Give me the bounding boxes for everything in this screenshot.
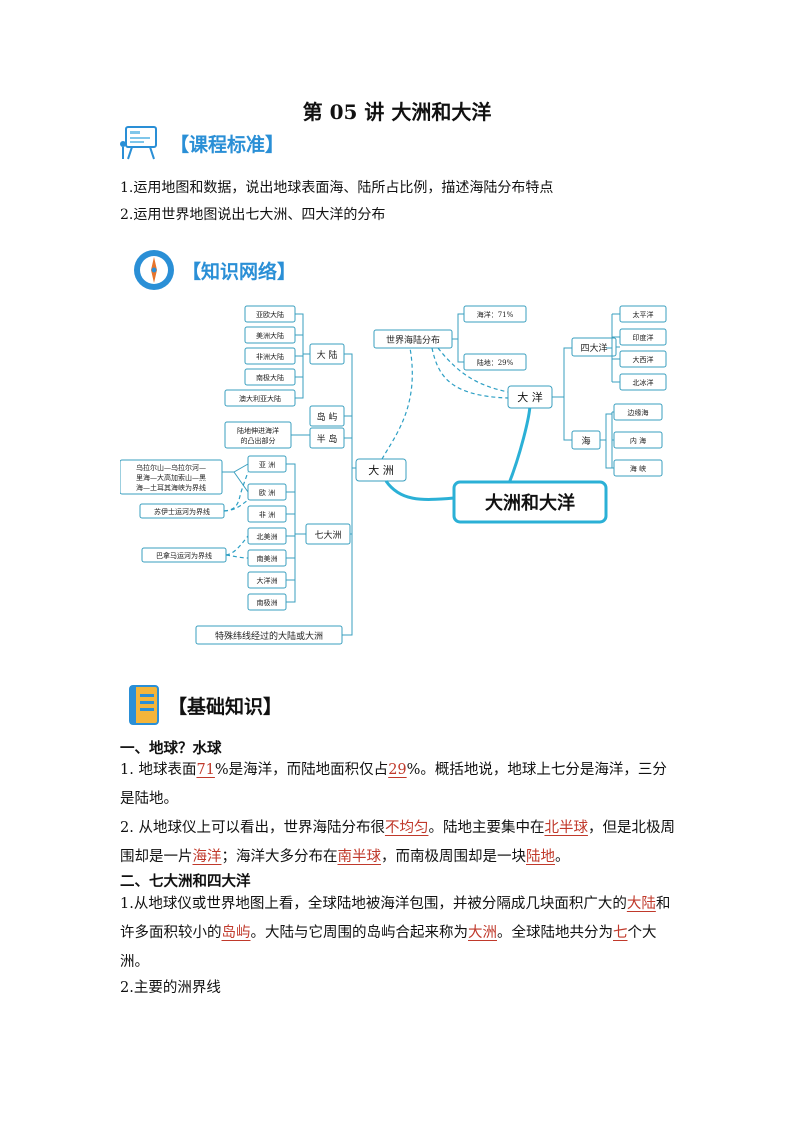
sea-item: 海 峡 xyxy=(630,464,646,473)
panama-note: 巴拿马运河为界线 xyxy=(156,551,212,560)
text: 。全球陆地共分为 xyxy=(497,925,613,941)
oceans-detail: 太平洋 印度洋 大西洋 北冰洋 xyxy=(606,305,667,391)
peninsula-note-line: 的凸出部分 xyxy=(241,436,276,445)
seven-item: 南美洲 xyxy=(257,554,278,563)
seven-item: 非 洲 xyxy=(259,510,275,519)
text: 。大陆与它周围的岛屿合起来称为 xyxy=(250,925,469,941)
node-qidazhou: 七大洲 xyxy=(314,529,341,541)
basic-paragraph-1: 1. 地球表面71%是海洋，而陆地面积仅占29%。概括地说，地球上七分是海洋，三… xyxy=(120,756,680,814)
node-bandao: 半 岛 xyxy=(317,433,338,445)
ocean-item: 北冰洋 xyxy=(633,378,654,387)
text: 个大洲。 xyxy=(120,925,657,970)
answer-blank: 29 xyxy=(388,762,407,778)
text: 2. 从地球仪上可以看出，世界海陆分布很 xyxy=(120,820,385,836)
text: ；海洋大多分布在 xyxy=(221,849,338,865)
peninsula-note-line: 陆地伸进海洋 xyxy=(237,426,279,435)
text: 1. 地球表面 xyxy=(120,762,197,778)
text: ，而南极周围却是一块 xyxy=(381,849,526,865)
node-special: 特殊纬线经过的大陆或大洲 xyxy=(215,630,323,642)
answer-blank: 海洋 xyxy=(192,849,222,865)
section-label: 【课程标准】 xyxy=(170,133,285,156)
suez-note: 苏伊士运河为界线 xyxy=(154,507,210,516)
continent-list: 亚欧大陆 美洲大陆 非洲大陆 南极大陆 澳大利亚大陆 xyxy=(224,305,296,407)
knowledge-mindmap: 亚欧大陆 美洲大陆 非洲大陆 南极大陆 澳大利亚大陆 大 陆 岛 屿 陆地伸进海… xyxy=(120,305,620,645)
answer-blank: 七 xyxy=(613,925,628,941)
node-center: 大洲和大洋 xyxy=(485,492,575,514)
answer-blank: 北半球 xyxy=(544,820,588,836)
basic-heading-1: 一、地球？水球 xyxy=(120,740,222,757)
teaching-board-icon xyxy=(120,126,157,160)
continent-item: 非洲大陆 xyxy=(256,352,284,361)
seven-item: 欧 洲 xyxy=(259,488,275,497)
continent-item: 亚欧大陆 xyxy=(256,310,284,319)
ocean-item: 印度洋 xyxy=(633,333,654,342)
node-four-oceans: 四大洋 xyxy=(580,342,607,354)
page-title: 第 05 讲 大洲和大洋 xyxy=(302,100,492,124)
answer-blank: 不均匀 xyxy=(384,820,429,836)
section-knowledge-network: 【知识网络】 xyxy=(132,248,296,292)
continent-item: 南极大陆 xyxy=(256,373,284,382)
continent-item: 澳大利亚大陆 xyxy=(239,394,281,403)
text: 和许多面积较小的 xyxy=(120,896,671,941)
answer-blank: 大陆 xyxy=(626,896,656,912)
sea-item: 内 海 xyxy=(630,436,646,445)
seven-item: 大洋洲 xyxy=(257,576,278,585)
answer-blank: 陆地 xyxy=(526,849,555,865)
node-dazhou: 大 洲 xyxy=(368,463,394,477)
node-dalu: 大 陆 xyxy=(317,349,338,361)
basic-paragraph-4: 2.主要的洲界线 xyxy=(120,980,221,996)
basic-paragraph-3: 1.从地球仪或世界地图上看，全球陆地被海洋包围，并被分隔成几块面积广大的大陆和许… xyxy=(120,890,680,977)
answer-blank: 南半球 xyxy=(337,849,382,865)
text: %是海洋，而陆地面积仅占 xyxy=(214,762,389,778)
sea-detail: 边缘海 内 海 海 峡 xyxy=(611,403,663,477)
node-hai: 海 xyxy=(581,435,590,447)
asia-europe-note-line: 海—土耳其海峡为界线 xyxy=(136,483,206,492)
sea-item: 边缘海 xyxy=(628,408,649,417)
continent-item: 美洲大陆 xyxy=(256,331,284,340)
ocean-percent: 海洋：71% xyxy=(477,310,514,319)
text: ，但是北极周围却是一片 xyxy=(120,820,675,865)
standard-item-1: 1.运用地图和数据，说出地球表面海、陆所占比例，描述海陆分布特点 xyxy=(120,180,554,196)
node-daoyu: 岛 屿 xyxy=(317,411,338,423)
text: %。概括地说，地球上七分是海洋，三分是陆地。 xyxy=(120,762,667,807)
section-course-standard: 【课程标准】 xyxy=(120,124,284,162)
answer-blank: 71 xyxy=(196,762,215,778)
ocean-item: 大西洋 xyxy=(633,355,654,364)
text: 。 xyxy=(555,849,570,865)
section-basic-knowledge: 【基础知识】 xyxy=(126,684,282,726)
text: 。陆地主要集中在 xyxy=(428,820,545,836)
basic-heading-2: 二、七大洲和四大洋 xyxy=(120,873,251,890)
answer-blank: 岛屿 xyxy=(221,925,251,941)
section-label: 【知识网络】 xyxy=(182,260,297,283)
seven-item: 北美洲 xyxy=(257,532,278,541)
node-world: 世界海陆分布 xyxy=(386,334,440,346)
section-label: 【基础知识】 xyxy=(168,695,283,718)
text: 1.从地球仪或世界地图上看，全球陆地被海洋包围，并被分隔成几块面积广大的 xyxy=(120,896,627,912)
seven-item: 南极洲 xyxy=(257,598,278,607)
ocean-item: 太平洋 xyxy=(633,310,654,319)
seven-continents-list: 亚 洲 欧 洲 非 洲 北美洲 南美洲 大洋洲 南极洲 xyxy=(247,455,287,611)
basic-paragraph-2: 2. 从地球仪上可以看出，世界海陆分布很不均匀。陆地主要集中在北半球，但是北极周… xyxy=(120,814,680,872)
book-icon xyxy=(129,685,159,725)
land-percent: 陆地：29% xyxy=(477,358,514,367)
standard-item-2: 2.运用世界地图说出七大洲、四大洋的分布 xyxy=(120,207,386,223)
asia-europe-note-line: 乌拉尔山—乌拉尔河— xyxy=(136,463,206,472)
seven-item: 亚 洲 xyxy=(259,461,275,469)
node-dayang: 大 洋 xyxy=(517,390,543,404)
answer-blank: 大洲 xyxy=(468,925,497,941)
asia-europe-note-line: 里海—大高加索山—黑 xyxy=(136,473,206,482)
compass-icon xyxy=(134,250,174,290)
